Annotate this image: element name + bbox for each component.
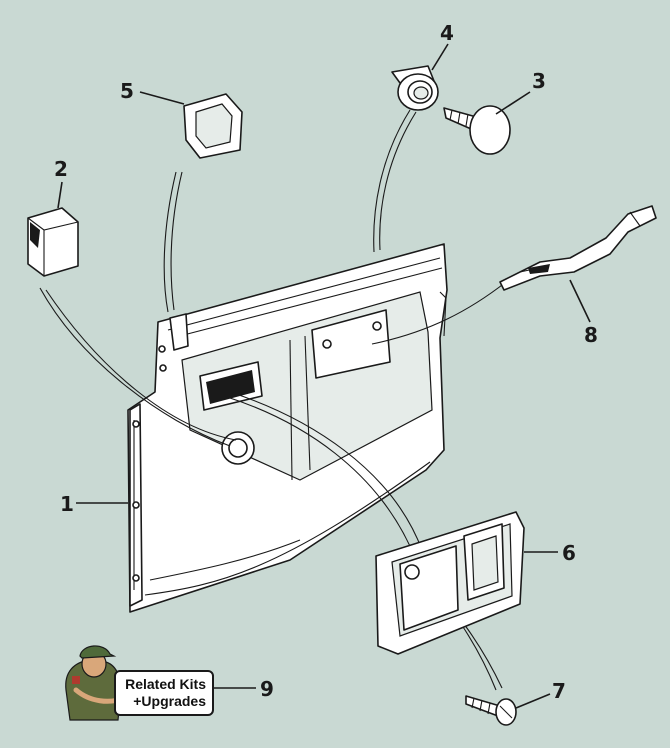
related-kits-button[interactable]: Related Kits +Upgrades [114, 670, 214, 716]
rivet-part [443, 105, 511, 155]
callout-9: 9 [260, 677, 274, 701]
callout-2: 2 [54, 157, 68, 181]
handle-lever-part [499, 205, 657, 291]
callout-leaders [57, 43, 591, 709]
door-trim-panel [127, 243, 448, 613]
bush-part [391, 65, 439, 111]
escutcheon-part [375, 511, 525, 655]
callout-7: 7 [552, 679, 566, 703]
screw-part [465, 695, 517, 726]
grommet-part [183, 93, 243, 159]
callout-5: 5 [120, 79, 134, 103]
callout-8: 8 [584, 323, 598, 347]
callout-6: 6 [562, 541, 576, 565]
mechanic-mascot-icon [65, 645, 127, 721]
related-kits-label: Related Kits [125, 676, 206, 692]
callout-4: 4 [440, 21, 454, 45]
foam-block-part [27, 207, 79, 277]
upgrades-label: +Upgrades [133, 693, 206, 709]
callout-1: 1 [60, 492, 74, 516]
callout-3: 3 [532, 69, 546, 93]
